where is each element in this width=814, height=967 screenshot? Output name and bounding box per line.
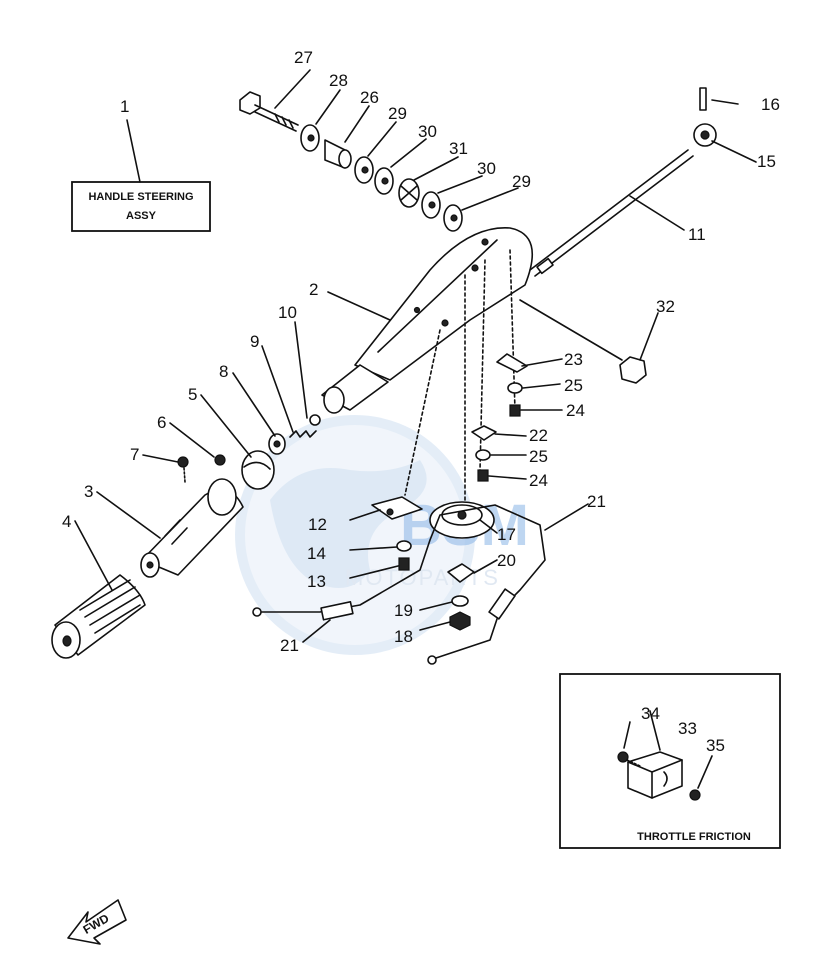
callout-11: 11 xyxy=(688,225,706,244)
bolt-stack xyxy=(239,91,463,232)
inset-label-line1: HANDLE STEERING xyxy=(88,191,193,203)
callout-23: 23 xyxy=(564,350,583,369)
throttle-friction-label: THROTTLE FRICTION xyxy=(637,831,751,843)
callout-5: 5 xyxy=(188,385,197,404)
callout-24b: 24 xyxy=(529,471,548,490)
throttle-mechanism xyxy=(252,249,647,665)
callout-29a: 29 xyxy=(388,104,407,123)
callout-14: 14 xyxy=(307,544,326,563)
callout-28: 28 xyxy=(329,71,348,90)
grip-parts xyxy=(51,414,321,659)
callout-21b: 21 xyxy=(280,636,299,655)
callout-33: 33 xyxy=(678,719,697,738)
callouts: 1 2 3 4 5 6 7 8 9 10 11 12 13 14 15 16 1… xyxy=(62,48,780,755)
callout-19: 19 xyxy=(394,601,413,620)
callout-30a: 30 xyxy=(418,122,437,141)
callout-13: 13 xyxy=(307,572,326,591)
callout-3: 3 xyxy=(84,482,93,501)
callout-24a: 24 xyxy=(566,401,585,420)
callout-25a: 25 xyxy=(564,376,583,395)
callout-18: 18 xyxy=(394,627,413,646)
callout-10: 10 xyxy=(278,303,297,322)
callout-16: 16 xyxy=(761,95,780,114)
callout-32: 32 xyxy=(656,297,675,316)
callout-30b: 30 xyxy=(477,159,496,178)
tiller-handle-body xyxy=(321,227,534,414)
callout-15: 15 xyxy=(757,152,776,171)
callout-21a: 21 xyxy=(587,492,606,511)
callout-17: 17 xyxy=(497,525,516,544)
watermark-text: MOTOPARTS xyxy=(345,565,500,590)
callout-4: 4 xyxy=(62,512,71,531)
inset-label-line2: ASSY xyxy=(126,210,157,222)
callout-8: 8 xyxy=(219,362,228,381)
leader-lines xyxy=(74,69,757,643)
throttle-friction-inset: THROTTLE FRICTION xyxy=(559,673,781,849)
callout-22: 22 xyxy=(529,426,548,445)
callout-25b: 25 xyxy=(529,447,548,466)
callout-6: 6 xyxy=(157,413,166,432)
fwd-arrow: FWD xyxy=(67,899,127,945)
callout-34: 34 xyxy=(641,704,660,723)
callout-9: 9 xyxy=(250,332,259,351)
callout-27: 27 xyxy=(294,48,313,67)
callout-31: 31 xyxy=(449,139,468,158)
callout-1: 1 xyxy=(120,97,129,116)
callout-26: 26 xyxy=(360,88,379,107)
callout-20: 20 xyxy=(497,551,516,570)
callout-12: 12 xyxy=(308,515,327,534)
throttle-shaft xyxy=(529,87,717,277)
callout-29b: 29 xyxy=(512,172,531,191)
callout-2: 2 xyxy=(309,280,318,299)
callout-35: 35 xyxy=(706,736,725,755)
handle-steering-inset: HANDLE STEERING ASSY xyxy=(71,119,211,232)
callout-7: 7 xyxy=(130,445,139,464)
